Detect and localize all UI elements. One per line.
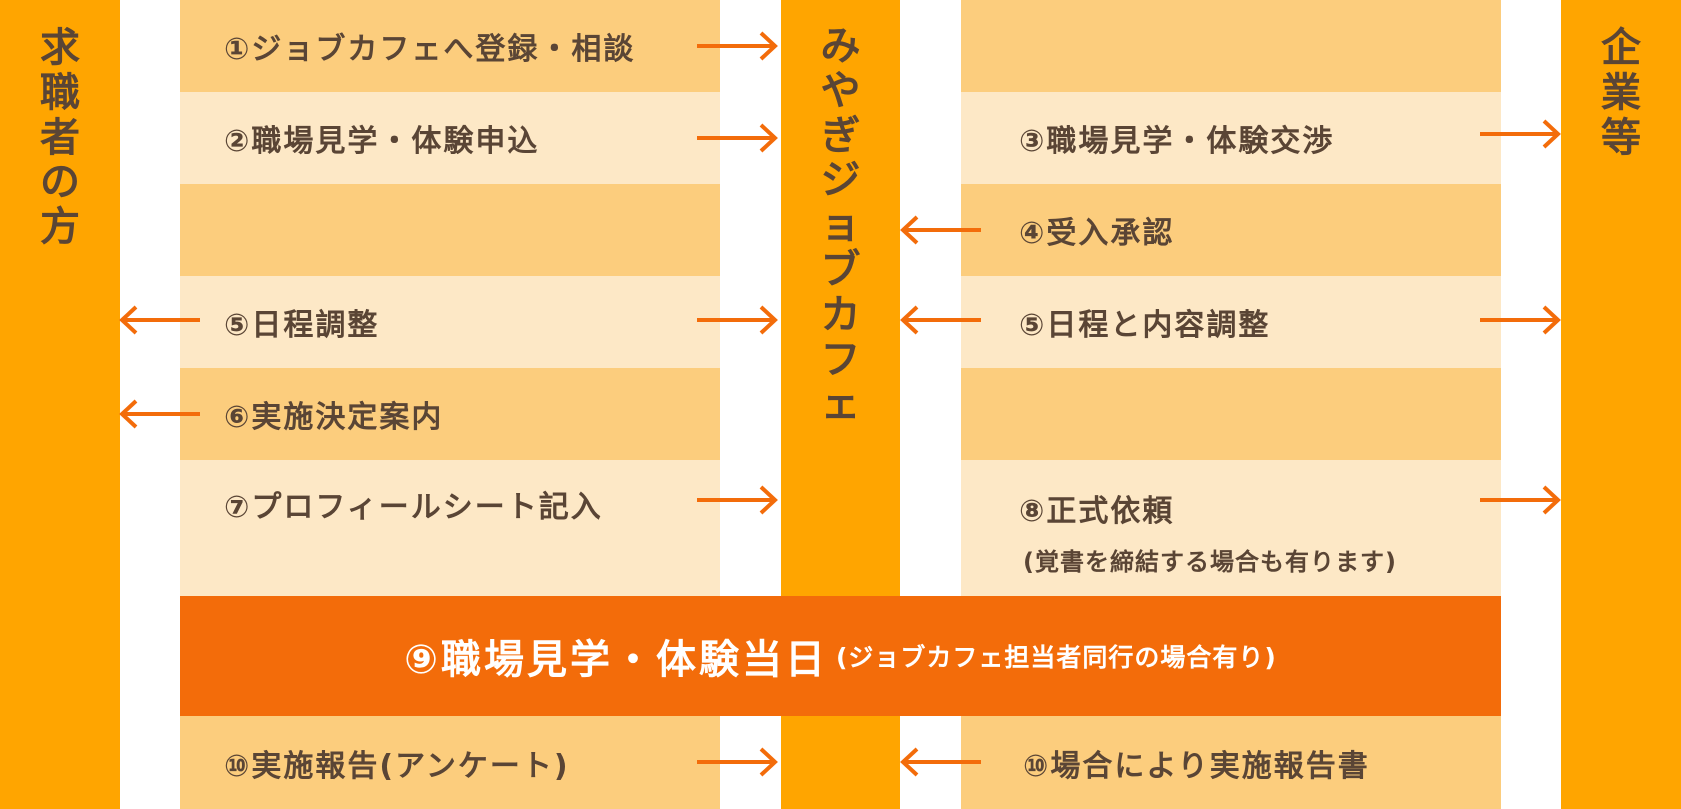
company-empty-row-1 [961,0,1501,92]
company-step-10-label: ⑩場合により実施報告書 [1023,748,1370,784]
company-step-8-row: ⑧正式依頼 (覚書を締結する場合も有ります) [961,460,1501,596]
company-column: 企業等 [1561,0,1681,809]
arrow-step5-to-seeker [120,305,202,335]
seeker-step-5-row: ⑤日程調整 [180,276,720,368]
visit-day-banner: ⑨職場見学・体験当日 (ジョブカフェ担当者同行の場合有り) [180,596,1501,716]
visit-day-title: ⑨職場見学・体験当日 [404,637,828,683]
seeker-step-2-label: ②職場見学・体験申込 [224,124,540,159]
arrow-step1-to-cafe [695,31,777,61]
arrow-step8-to-company [1478,485,1560,515]
seeker-step-6-row: ⑥実施決定案内 [180,368,720,460]
job-cafe-title: みやぎジョブカフェ [820,23,861,428]
arrow-step5-to-company [1478,305,1560,335]
company-step-3-label: ③職場見学・体験交渉 [1019,124,1335,159]
seeker-step-10-row: ⑩実施報告(アンケート) [180,716,720,809]
company-empty-row-2 [961,368,1501,460]
company-step-5-row: ⑤日程と内容調整 [961,276,1501,368]
company-title: 企業等 [1601,25,1641,161]
company-step-3-row: ③職場見学・体験交渉 [961,92,1501,184]
arrow-step5-seeker-to-cafe [695,305,777,335]
seeker-step-10-label: ⑩実施報告(アンケート) [224,748,570,784]
company-step-10-row: ⑩場合により実施報告書 [961,716,1501,809]
seeker-empty-row-1 [180,184,720,276]
seeker-step-2-row: ②職場見学・体験申込 [180,92,720,184]
seeker-step-6-label: ⑥実施決定案内 [224,400,444,435]
arrow-step4-to-cafe [901,215,983,245]
arrow-step10-company-to-cafe [901,747,983,777]
company-step-8-note: (覚書を締結する場合も有ります) [1023,548,1397,576]
arrow-step2-to-cafe [695,123,777,153]
seeker-step-1-row: ①ジョブカフェへ登録・相談 [180,0,720,92]
company-step-5-label: ⑤日程と内容調整 [1019,308,1271,343]
job-seeker-title: 求職者の方 [40,25,80,251]
company-step-4-row: ④受入承認 [961,184,1501,276]
arrow-step6-to-seeker [120,399,202,429]
company-step-4-label: ④受入承認 [1019,216,1175,251]
arrow-step5-company-to-cafe [901,305,983,335]
job-seeker-column: 求職者の方 [0,0,120,809]
seeker-step-7-row: ⑦プロフィールシート記入 [180,460,720,596]
arrow-step3-to-company [1478,119,1560,149]
job-cafe-column: みやぎジョブカフェ [781,0,900,596]
job-cafe-column-bottom [781,716,900,809]
arrow-step7-to-cafe [695,485,777,515]
seeker-step-5-label: ⑤日程調整 [224,308,380,343]
arrow-step10-seeker-to-cafe [695,747,777,777]
seeker-step-1-label: ①ジョブカフェへ登録・相談 [224,32,636,67]
visit-day-note: (ジョブカフェ担当者同行の場合有り) [836,643,1277,672]
company-step-8-label: ⑧正式依頼 [1019,494,1175,529]
seeker-step-7-label: ⑦プロフィールシート記入 [224,490,603,525]
